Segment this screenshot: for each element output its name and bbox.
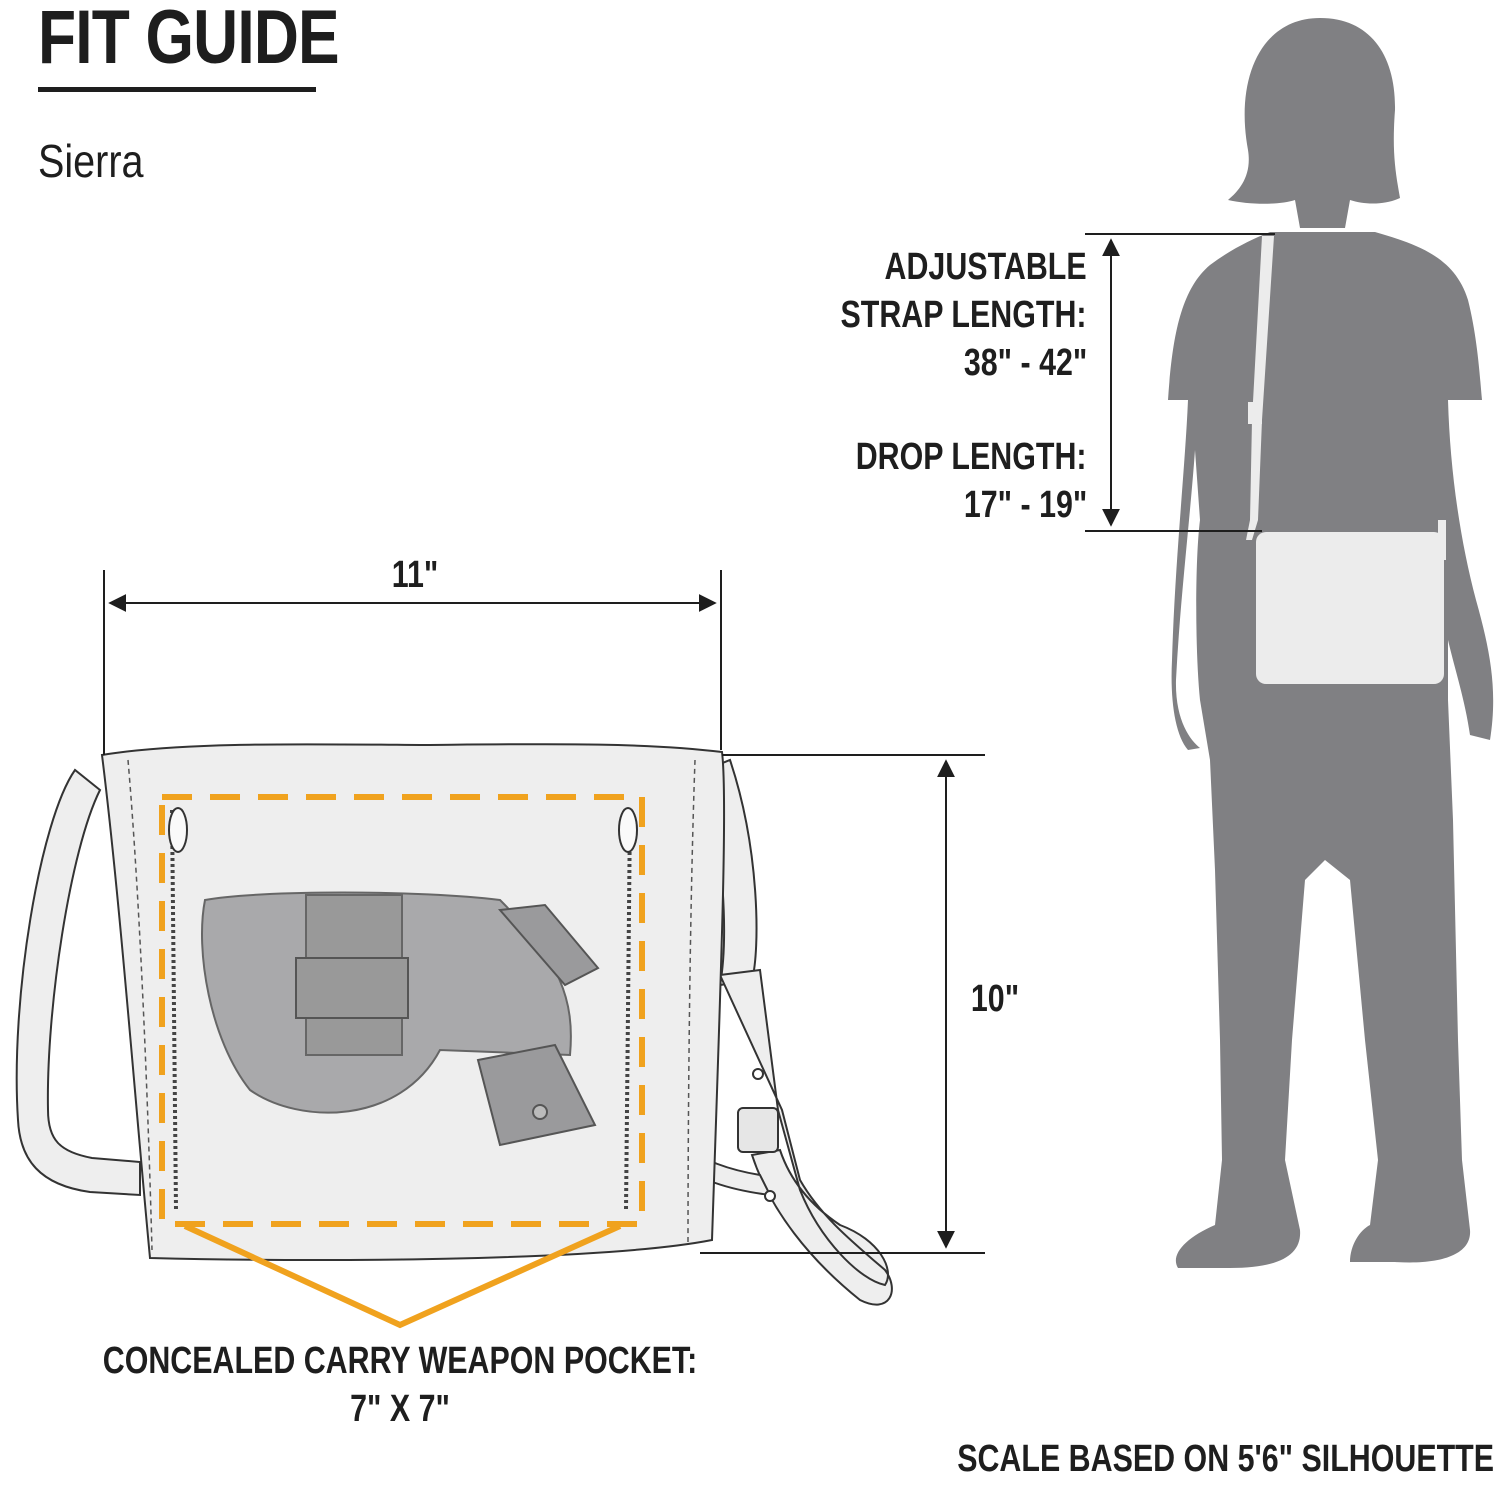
strap-label-line2: STRAP LENGTH: [840,294,1087,336]
product-name: Sierra [38,135,144,187]
pocket-label: CONCEALED CARRY WEAPON POCKET: [102,1340,698,1382]
page-title: FIT GUIDE [38,0,340,80]
bag-height-label: 10" [970,978,1020,1020]
figure-bag [1256,532,1444,684]
title-underline [38,87,316,92]
drop-length-value: 17" - 19" [963,484,1087,526]
drop-length-label: DROP LENGTH: [856,436,1087,478]
bag-drawing [15,743,893,1306]
scale-note: SCALE BASED ON 5'6" SILHOUETTE [957,1438,1494,1480]
pocket-size: 7" X 7" [350,1388,450,1430]
strap-label-line1: ADJUSTABLE [884,246,1087,288]
woman-silhouette [1168,18,1494,1268]
bag-width-label: 11" [391,554,439,596]
drop-dimension [1085,233,1275,532]
width-dimension [103,570,722,755]
strap-length-value: 38" - 42" [963,342,1087,384]
height-dimension [700,754,985,1254]
weapon-pocket-outline [159,794,645,1329]
